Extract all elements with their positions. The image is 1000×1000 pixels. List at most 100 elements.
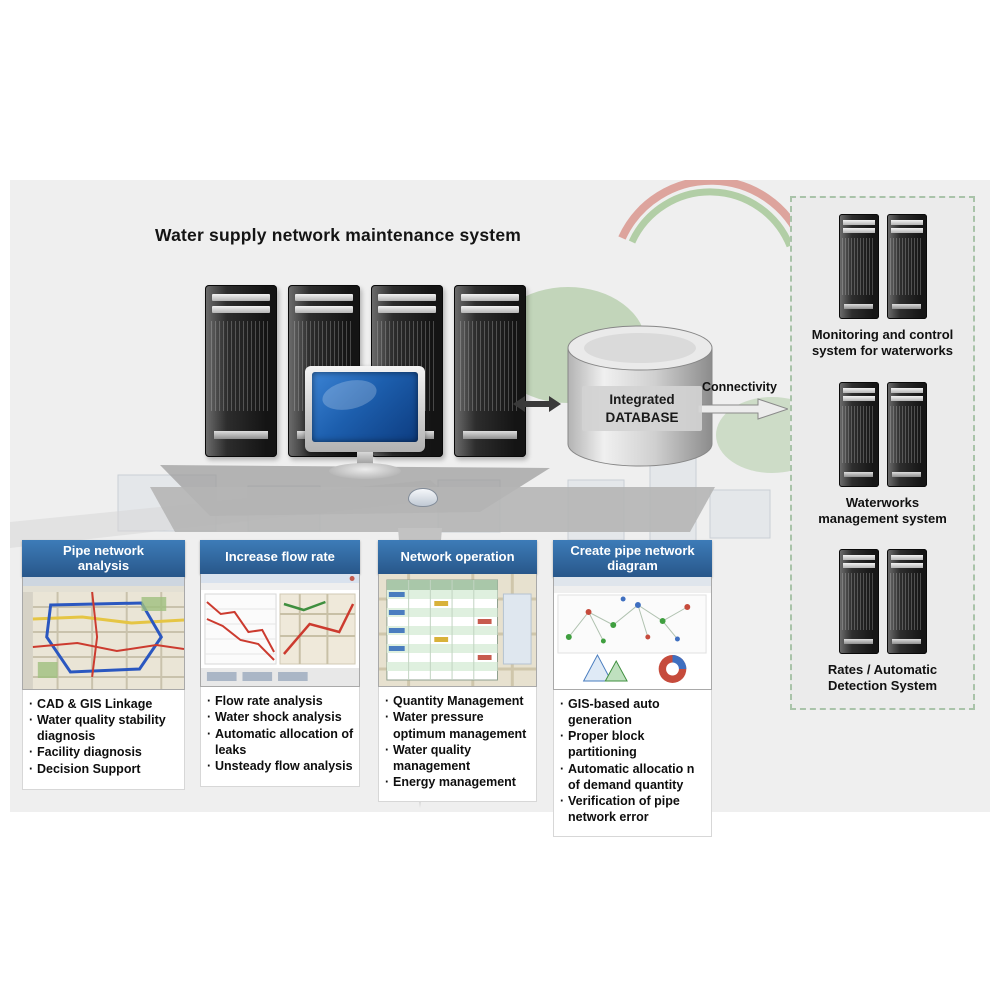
server-slot	[842, 387, 875, 393]
panel-network-operation: Network operation	[378, 540, 537, 802]
server-rack-icon	[838, 549, 879, 654]
server-vents	[890, 405, 923, 463]
external-system-waterworks-management: Waterworks management system	[805, 381, 961, 528]
database-label-line1: Integrated	[609, 392, 675, 407]
rainbow-arc-icon	[618, 180, 806, 248]
external-system-monitoring: Monitoring and control system for waterw…	[805, 214, 961, 360]
server-slot	[212, 294, 270, 301]
server-slot	[890, 387, 923, 393]
panel-feature-list: CAD & GIS Linkage Water quality stabilit…	[22, 689, 185, 790]
external-systems-panel: Monitoring and control system for waterw…	[790, 196, 975, 710]
list-item: Decision Support	[29, 761, 180, 778]
list-item: Water quality stability diagnosis	[29, 712, 180, 745]
gray-banner-shape	[150, 487, 715, 532]
server-slot	[890, 563, 923, 568]
server-slot	[295, 306, 353, 313]
external-system-rates-detection: Rates / Automatic Detection System	[805, 549, 961, 695]
create-pipe-network-diagram-screenshot	[553, 576, 712, 690]
server-vents	[460, 321, 520, 411]
server-slot	[461, 294, 519, 301]
server-slot	[891, 304, 922, 309]
server-vents	[211, 321, 271, 411]
list-item: Water shock analysis	[207, 709, 355, 726]
server-vents	[842, 238, 875, 295]
server-pair	[838, 381, 927, 487]
server-slot	[890, 555, 923, 560]
panel-feature-list: Flow rate analysis Water shock analysis …	[200, 687, 360, 787]
server-slot	[891, 639, 922, 644]
panel-feature-list: GIS-based auto generation Proper block p…	[553, 689, 712, 837]
increase-flow-rate-screenshot	[200, 574, 360, 687]
monitor-base	[329, 463, 401, 479]
server-slot	[212, 306, 270, 313]
monitor-icon	[305, 366, 425, 486]
server-slot	[378, 294, 436, 301]
panel-pipe-network-analysis: Pipe network analysis	[22, 540, 185, 790]
list-item: Facility diagnosis	[29, 744, 180, 761]
page-title: Water supply network maintenance system	[155, 225, 522, 245]
list-item: Automatic allocation of leaks	[207, 726, 355, 759]
external-system-label: Waterworks management system	[818, 494, 947, 526]
server-pair	[838, 549, 927, 654]
list-item: Flow rate analysis	[207, 693, 355, 710]
list-item: CAD & GIS Linkage	[29, 696, 180, 713]
panel-create-pipe-network-diagram: Create pipe network diagram	[553, 540, 712, 837]
list-item: Unsteady flow analysis	[207, 758, 355, 775]
server-slot	[843, 471, 874, 477]
server-rack-icon	[886, 381, 927, 487]
list-item: Water quality management	[385, 742, 532, 775]
server-rack-icon	[886, 214, 927, 319]
double-arrow-icon	[513, 396, 561, 412]
server-slot	[890, 220, 923, 225]
server-vents	[842, 573, 875, 630]
server-slot	[842, 555, 875, 560]
server-rack-icon	[838, 381, 879, 487]
server-slot	[461, 306, 519, 313]
server-vents	[890, 238, 923, 295]
list-item: GIS-based auto generation	[560, 696, 707, 729]
mouse-icon	[408, 488, 438, 507]
panel-title: Pipe network analysis	[22, 540, 185, 577]
server-slot	[214, 431, 268, 439]
server-slot	[843, 304, 874, 309]
right-arrow-icon	[698, 398, 788, 420]
server-slot	[842, 395, 875, 401]
list-item: Verification of pipe network error	[560, 793, 707, 826]
monitor-stand	[357, 452, 373, 465]
server-slot	[463, 431, 517, 439]
server-vents	[890, 573, 923, 630]
server-slot	[890, 395, 923, 401]
pipe-network-analysis-screenshot	[22, 576, 185, 690]
database-label-line2: DATABASE	[605, 409, 679, 425]
panel-feature-list: Quantity Management Water pressure optim…	[378, 687, 537, 802]
list-item: Automatic allocatio n of demand quantity	[560, 761, 707, 794]
server-rack-icon	[454, 285, 526, 457]
server-slot	[295, 294, 353, 301]
external-system-label: Rates / Automatic Detection System	[827, 662, 938, 694]
panel-title: Create pipe network diagram	[553, 540, 712, 577]
server-rack-icon	[886, 549, 927, 654]
server-slot	[891, 471, 922, 477]
database-label: Integrated DATABASE	[582, 386, 702, 432]
panel-title: Increase flow rate	[200, 540, 360, 574]
panel-title: Network operation	[378, 540, 537, 574]
server-vents	[842, 405, 875, 463]
server-slot	[842, 563, 875, 568]
server-slot	[890, 228, 923, 233]
connectivity-label: Connectivity	[702, 380, 778, 394]
server-slot	[843, 639, 874, 644]
list-item: Quantity Management	[385, 693, 532, 710]
server-rack-icon	[205, 285, 277, 457]
list-item: Water pressure optimum management	[385, 709, 532, 742]
monitor-screen	[312, 372, 418, 442]
list-item: Energy management	[385, 774, 532, 791]
external-system-label: Monitoring and control system for waterw…	[811, 327, 954, 359]
diagram-backdrop: Water supply network maintenance system	[10, 180, 990, 837]
panel-increase-flow-rate: Increase flow rate	[200, 540, 360, 787]
server-slot	[842, 220, 875, 225]
network-operation-screenshot	[378, 574, 537, 687]
server-pair	[838, 214, 927, 319]
server-slot	[842, 228, 875, 233]
server-slot	[378, 306, 436, 313]
